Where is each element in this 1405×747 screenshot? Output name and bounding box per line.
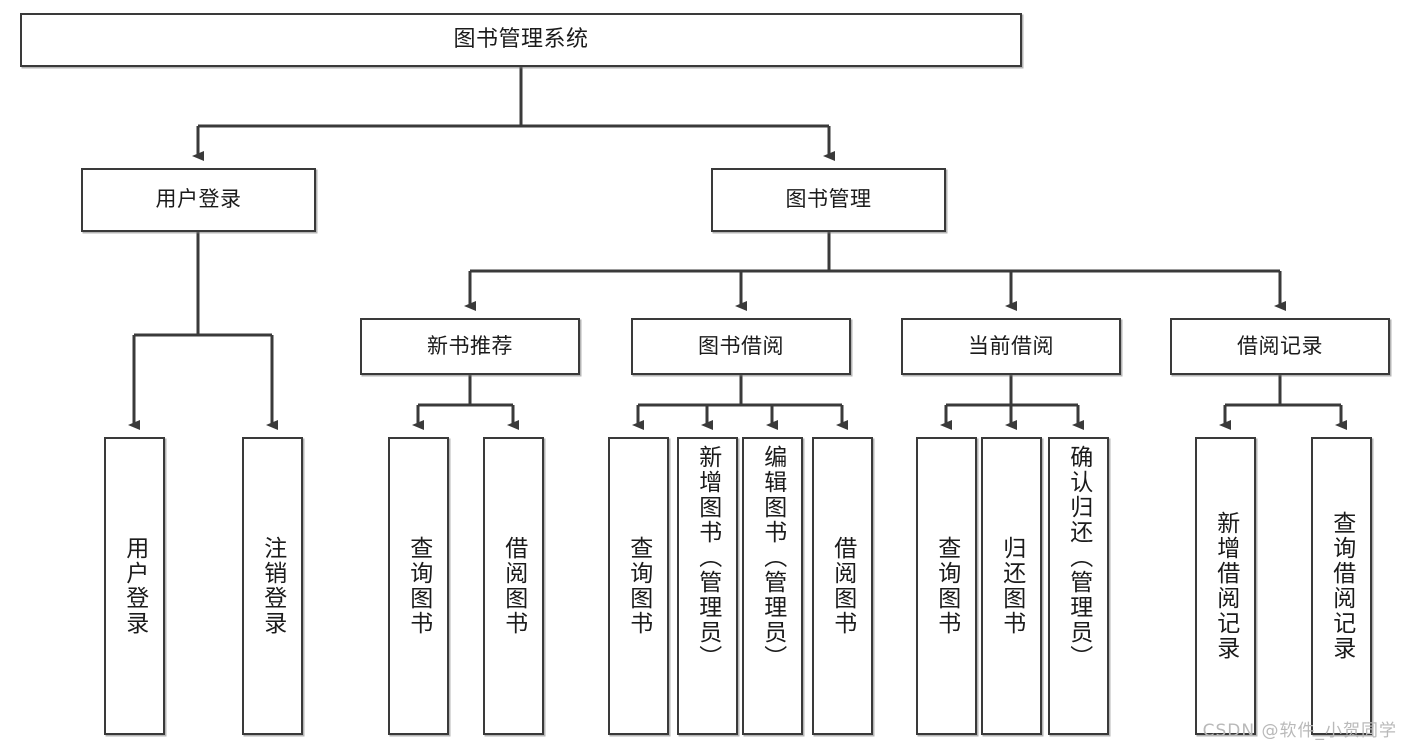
node-label: 借阅记录 <box>1237 333 1323 358</box>
node-label: 新增图书（管理员） <box>694 445 721 670</box>
node-label: 借阅图书 <box>829 536 856 636</box>
leaf-return-book[interactable]: 归还图书 <box>981 437 1042 735</box>
node-root-library-management-system[interactable]: 图书管理系统 <box>20 13 1022 67</box>
node-label: 查询图书 <box>933 536 960 636</box>
leaf-logout-login[interactable]: 注销登录 <box>242 437 303 735</box>
leaf-query-book-current[interactable]: 查询图书 <box>916 437 977 735</box>
node-label: 用户登录 <box>155 187 242 212</box>
node-label: 注销登录 <box>259 536 286 636</box>
node-label: 图书管理系统 <box>453 26 589 52</box>
node-book-borrow[interactable]: 图书借阅 <box>631 318 851 375</box>
node-label: 用户登录 <box>121 536 148 636</box>
leaf-confirm-return-admin[interactable]: 确认归还（管理员） <box>1048 437 1109 735</box>
node-new-book-recommend[interactable]: 新书推荐 <box>360 318 580 375</box>
leaf-query-book-recommend[interactable]: 查询图书 <box>388 437 449 735</box>
node-label: 查询借阅记录 <box>1328 511 1355 661</box>
node-label: 确认归还（管理员） <box>1065 445 1092 670</box>
leaf-edit-book-admin[interactable]: 编辑图书（管理员） <box>742 437 803 735</box>
node-label: 归还图书 <box>998 536 1025 636</box>
leaf-query-borrow-record[interactable]: 查询借阅记录 <box>1311 437 1372 735</box>
node-label: 编辑图书（管理员） <box>759 445 786 670</box>
node-book-management[interactable]: 图书管理 <box>711 168 946 232</box>
node-label: 查询图书 <box>405 536 432 636</box>
csdn-watermark: CSDN @软件_小贺同学 <box>1202 721 1397 741</box>
leaf-borrow-book[interactable]: 借阅图书 <box>812 437 873 735</box>
leaf-borrow-book-recommend[interactable]: 借阅图书 <box>483 437 544 735</box>
leaf-add-borrow-record[interactable]: 新增借阅记录 <box>1195 437 1256 735</box>
node-label: 当前借阅 <box>968 333 1054 358</box>
node-label: 新增借阅记录 <box>1212 511 1239 661</box>
leaf-query-book-borrow[interactable]: 查询图书 <box>608 437 669 735</box>
node-user-login[interactable]: 用户登录 <box>81 168 316 232</box>
node-label: 图书借阅 <box>698 333 784 358</box>
node-borrow-record[interactable]: 借阅记录 <box>1170 318 1390 375</box>
node-label: 新书推荐 <box>427 333 513 358</box>
node-label: 借阅图书 <box>500 536 527 636</box>
node-label: 查询图书 <box>625 536 652 636</box>
leaf-user-login[interactable]: 用户登录 <box>104 437 165 735</box>
node-label: 图书管理 <box>785 187 872 212</box>
leaf-add-book-admin[interactable]: 新增图书（管理员） <box>677 437 738 735</box>
node-current-borrow[interactable]: 当前借阅 <box>901 318 1121 375</box>
